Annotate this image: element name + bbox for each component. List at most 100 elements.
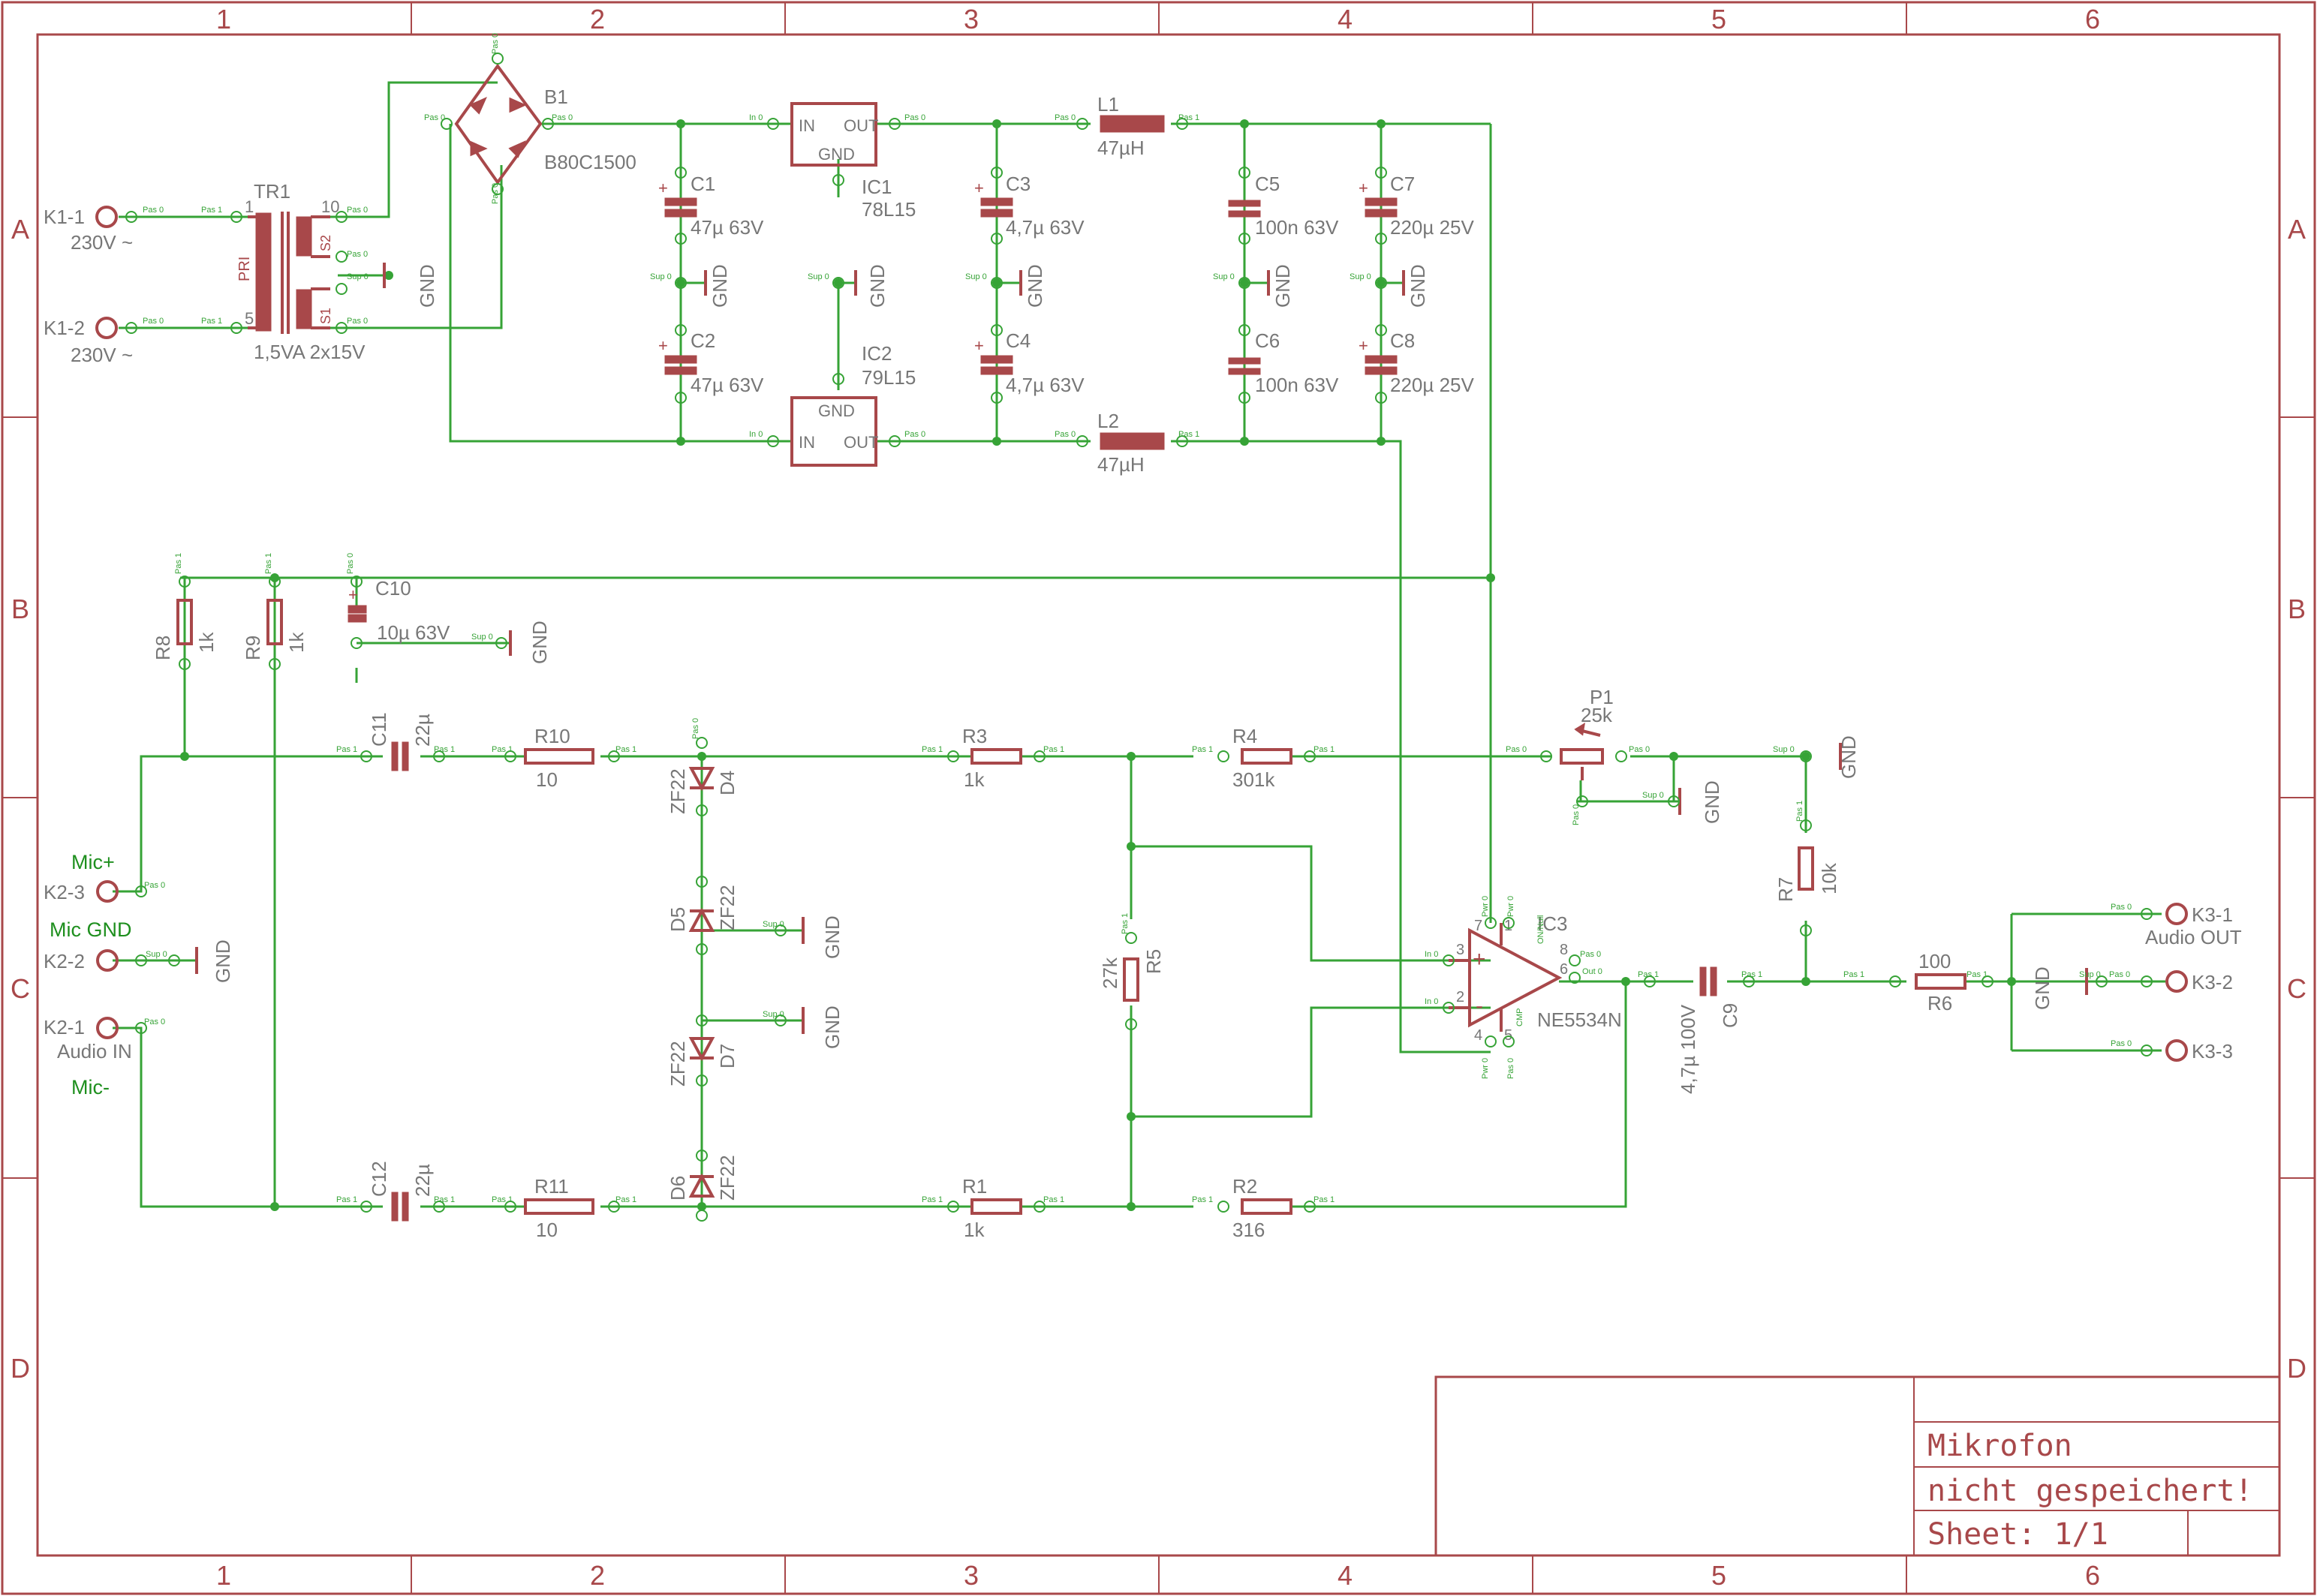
gnd-icon: GND	[1019, 264, 1046, 308]
svg-text:Sup 0: Sup 0	[471, 633, 493, 642]
svg-text:Sup 0: Sup 0	[1350, 272, 1371, 281]
component-name: K1-1	[44, 206, 85, 228]
junction	[834, 278, 843, 287]
svg-text:Sup 0: Sup 0	[965, 272, 987, 281]
junction	[1127, 1202, 1136, 1211]
svg-text:Pas 1: Pas 1	[1795, 801, 1804, 822]
svg-text:Pas 1: Pas 1	[492, 1195, 513, 1204]
pin-number: 2	[1456, 989, 1464, 1005]
pin-label: OUT	[844, 433, 878, 452]
terminal-icon	[2165, 903, 2188, 925]
svg-text:Pas 0: Pas 0	[347, 317, 368, 326]
component-name: IC1	[862, 176, 892, 198]
component-name: L2	[1097, 410, 1119, 432]
component-name: C8	[1390, 329, 1415, 352]
component-name: IC2	[862, 342, 892, 365]
component-name: R2	[1232, 1175, 1257, 1198]
pin-number: 5	[1504, 1027, 1512, 1044]
svg-text:Sup 0: Sup 0	[2079, 970, 2101, 979]
component-value: NE5534N	[1537, 1008, 1622, 1031]
component-name: TR1	[254, 180, 290, 203]
component-value: 27k	[1099, 957, 1121, 989]
sheet-number: Sheet: 1/1	[1927, 1517, 2108, 1552]
gnd-icon: GND	[195, 939, 234, 983]
svg-text:CMP: CMP	[1515, 1008, 1524, 1026]
svg-text:+: +	[1359, 336, 1368, 355]
svg-text:GND: GND	[821, 1005, 844, 1049]
svg-text:In 0: In 0	[1425, 997, 1438, 1006]
drawing-title: Mikrofon	[1927, 1429, 2072, 1463]
svg-text:+: +	[1359, 179, 1368, 197]
component-value: 22µ	[411, 1164, 434, 1197]
column-label: 3	[964, 1560, 979, 1591]
svg-text:Pas 1: Pas 1	[1192, 745, 1213, 754]
component-value: 47µH	[1097, 453, 1145, 476]
svg-text:Pas 0: Pas 0	[347, 206, 368, 215]
svg-text:Pas 0: Pas 0	[491, 33, 500, 54]
component-name: R9	[242, 636, 264, 660]
svg-text:GND: GND	[1837, 735, 1860, 779]
terminal-icon	[96, 949, 119, 972]
pin-number: 7	[1474, 918, 1482, 934]
svg-text:Pas 1: Pas 1	[615, 745, 636, 754]
column-label: 6	[2085, 1560, 2100, 1591]
component-value: ZF22	[716, 1155, 739, 1201]
terminal-icon	[95, 317, 118, 339]
component-name: C5	[1255, 173, 1280, 195]
wire	[1131, 845, 1491, 962]
wire	[702, 929, 803, 1022]
component-name: R8	[152, 636, 174, 660]
zener-d4: D4 ZF22	[667, 767, 739, 814]
svg-text:Sup 0: Sup 0	[347, 272, 369, 281]
gnd-icon: GND	[383, 263, 438, 308]
capacitor-c6: C6 100n 63V	[1228, 329, 1339, 396]
component-name: L1	[1097, 93, 1119, 116]
row-label: B	[2288, 594, 2306, 624]
pin-number: 5	[245, 309, 254, 328]
svg-text:GND: GND	[821, 915, 844, 959]
secondary-coil-s2	[296, 216, 312, 257]
svg-text:Pas 0: Pas 0	[904, 113, 925, 122]
svg-text:Pas 1: Pas 1	[174, 553, 183, 574]
component-value: 79L15	[862, 366, 916, 389]
pin-label: PRI	[236, 257, 253, 281]
svg-text:Pas 1: Pas 1	[1843, 970, 1864, 979]
junction	[992, 278, 1001, 287]
pin-number: 1	[245, 197, 254, 216]
pin-number: 8	[1560, 942, 1568, 958]
row-label: A	[11, 214, 29, 245]
component-value: 47µ 63V	[691, 374, 764, 396]
pin-number: 3	[1456, 942, 1464, 958]
junction	[1240, 119, 1249, 128]
component-value: 1,5VA 2x15V	[254, 341, 366, 363]
component-value: 230V ~	[71, 344, 133, 366]
pin-label: IN	[799, 433, 815, 452]
capacitor-c3: + C3 4,7µ 63V	[974, 173, 1085, 239]
component-name: C3	[1006, 173, 1031, 195]
connector-k2: Mic+ K2-3 Mic GND K2-2 K2-1 Audio IN Mic…	[44, 851, 132, 1099]
svg-text:Pas 0: Pas 0	[1506, 1058, 1515, 1079]
svg-text:GND: GND	[528, 621, 551, 664]
component-name: R4	[1232, 725, 1257, 747]
svg-text:In 0: In 0	[749, 113, 763, 122]
svg-text:Pas 1: Pas 1	[1178, 430, 1199, 439]
gnd-icon: GND	[802, 915, 844, 959]
component-value: ZF22	[667, 768, 689, 814]
svg-text:Pas 0: Pas 0	[143, 206, 164, 215]
pin-label: OUT	[844, 116, 878, 135]
transformer-tr1: TR1 1,5VA 2x15V PRI S2 S1 1 5 10	[236, 180, 366, 363]
regulator-ic1: IN OUT GND IC1 78L15	[790, 102, 916, 221]
component-value: 47µH	[1097, 137, 1145, 159]
column-label: 2	[590, 1560, 605, 1591]
svg-text:In 0: In 0	[1425, 950, 1438, 959]
pin-number: 10	[321, 197, 339, 216]
svg-text:Pas 1: Pas 1	[434, 745, 455, 754]
junction	[270, 1202, 279, 1211]
component-name: R1	[962, 1175, 987, 1198]
connector-k1: K1-1 230V ~ K1-2 230V ~	[44, 206, 133, 366]
title-block: Mikrofon nicht gespeichert! Sheet: 1/1	[1927, 1429, 2252, 1552]
component-name: P1	[1590, 686, 1614, 708]
svg-text:Pas 0: Pas 0	[1055, 113, 1076, 122]
gnd-icon: GND	[1402, 264, 1429, 308]
row-label: D	[11, 1353, 30, 1384]
